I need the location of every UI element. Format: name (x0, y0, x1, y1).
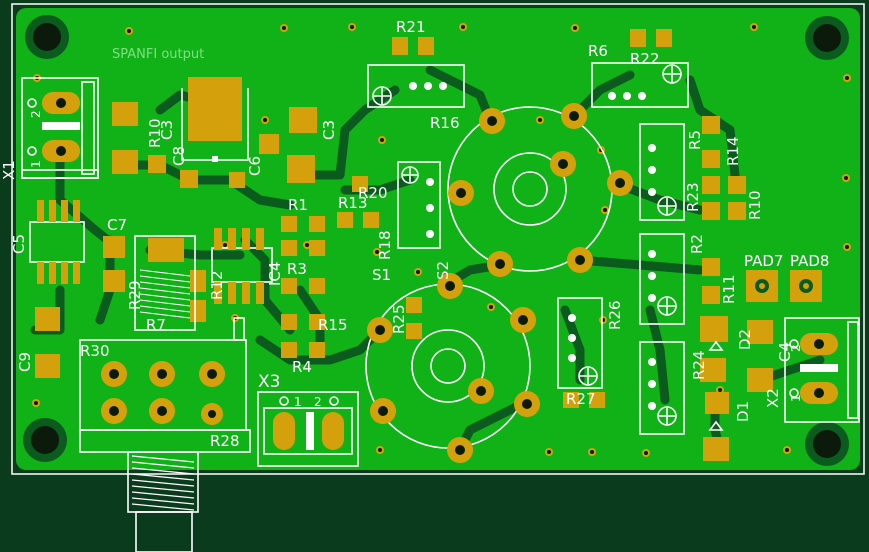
rotary-switch-upper (447, 103, 633, 277)
label-x2: X2 (764, 388, 782, 408)
label-r18: R18 (376, 230, 394, 260)
smd-pads (35, 29, 773, 461)
label-ic4: IC4 (266, 262, 284, 286)
label-r21: R21 (396, 18, 426, 36)
label-r11: R11 (720, 274, 738, 304)
mounting-holes (23, 15, 849, 466)
label-s1: S1 (372, 266, 391, 284)
label-r14: R14 (724, 136, 742, 166)
trimmer-r22 (591, 62, 689, 108)
label-r1: R1 (288, 196, 308, 214)
label-r15: R15 (318, 316, 348, 334)
label-c7: C7 (107, 216, 127, 234)
chip-ic4 (211, 228, 273, 304)
silkscreen-labels: SPANFI output X1 2 1 C5 C7 C9 R30 R28 R2… (0, 18, 829, 450)
label-s2: S2 (434, 261, 452, 280)
label-c5: C5 (10, 234, 28, 254)
label-r2: R2 (688, 234, 706, 254)
spanfi-module (181, 88, 249, 162)
label-r30: R30 (80, 342, 110, 360)
label-r26: R26 (606, 300, 624, 330)
label-r16: R16 (430, 114, 460, 132)
label-x2-pin1: 1 (789, 394, 803, 402)
label-c4: C4 (776, 342, 794, 362)
label-r13: R13 (338, 194, 368, 212)
label-x3-pin2: 2 (314, 395, 322, 409)
label-r27: R27 (566, 390, 596, 408)
label-r24: R24 (690, 350, 708, 380)
label-d1: D1 (734, 401, 752, 422)
label-r6: R6 (588, 42, 608, 60)
label-c8: C8 (170, 146, 188, 166)
coil-r29 (134, 235, 196, 331)
label-pad8: PAD8 (790, 252, 829, 270)
diodes (708, 340, 724, 431)
label-x3: X3 (258, 372, 280, 392)
label-x1: X1 (0, 160, 18, 180)
label-pad7: PAD7 (744, 252, 783, 270)
bnc-connector (79, 317, 251, 552)
connector-x2 (784, 317, 860, 423)
switch-s1 (397, 161, 441, 249)
label-r4: R4 (292, 358, 312, 376)
connector-x3 (257, 391, 359, 467)
label-x3-pin1: 1 (294, 395, 302, 409)
label-r10-right: R10 (746, 190, 764, 220)
label-r22: R22 (630, 50, 660, 68)
label-r29: R29 (126, 280, 144, 310)
label-x2-pin2: 2 (789, 344, 803, 352)
connector-x1 (21, 77, 99, 179)
label-r12: R12 (208, 270, 226, 300)
label-r10-left: R10 (146, 118, 164, 148)
label-r23: R23 (684, 182, 702, 212)
label-r28: R28 (210, 432, 240, 450)
chip-c5 (29, 200, 85, 284)
label-c9: C9 (16, 352, 34, 372)
label-c3-left: C3 (158, 120, 176, 140)
test-pads (746, 270, 822, 302)
label-c6: C6 (246, 156, 264, 176)
label-r7: R7 (146, 316, 166, 334)
trimmer-r26 (557, 297, 603, 389)
label-c3-right: C3 (320, 120, 338, 140)
trimmer-r16 (367, 64, 465, 108)
label-x1-pin1: 1 (29, 160, 43, 168)
label-r20: R20 (358, 184, 388, 202)
board-outline (11, 3, 865, 475)
label-r5: R5 (686, 130, 704, 150)
label-d2: D2 (736, 329, 754, 350)
label-r3: R3 (287, 260, 307, 278)
label-x1-pin2: 2 (29, 110, 43, 118)
trimmers-right (639, 123, 685, 435)
rotary-switch-lower (365, 273, 540, 463)
spanfi-output-note: SPANFI output (112, 47, 204, 62)
label-r25: R25 (390, 304, 408, 334)
